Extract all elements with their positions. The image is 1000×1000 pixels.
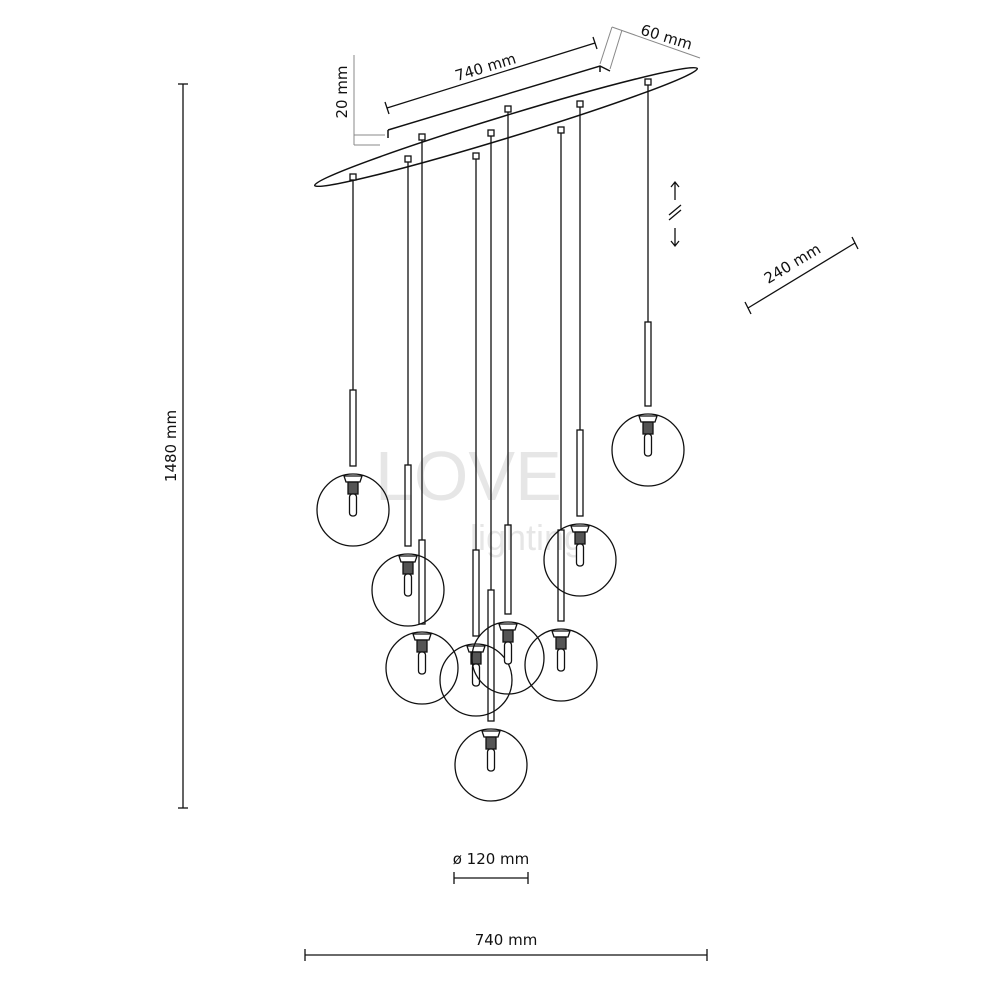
pendant-lamp: [611, 78, 685, 487]
height-label: 1480 mm: [162, 410, 180, 482]
glass-globe: [439, 643, 513, 717]
pendant-lamp: [524, 126, 598, 702]
pendant-lamp: [439, 152, 513, 717]
canopy-length-label: 740 mm: [453, 49, 518, 85]
glass-globe: [611, 413, 685, 487]
pendants: [316, 78, 685, 802]
canopy-height-label: 20 mm: [333, 65, 351, 118]
glass-globe: [471, 621, 545, 695]
pendant-lamp: [471, 105, 545, 695]
glass-globe: [371, 553, 445, 627]
watermark: LOVE lighting: [375, 437, 584, 558]
pendant-lamp: [385, 133, 459, 705]
glass-globe: [454, 728, 528, 802]
pendant-lamp: [454, 129, 528, 802]
pendant-lamp: [316, 173, 390, 547]
glass-globe: [543, 523, 617, 597]
width-label: 740 mm: [475, 931, 538, 949]
svg-text:LOVE: LOVE: [375, 437, 562, 515]
canopy: [313, 65, 699, 188]
glass-globe: [316, 473, 390, 547]
globe-diameter-label: ø 120 mm: [453, 850, 530, 868]
canopy-depth-label: 60 mm: [638, 21, 694, 54]
glass-globe: [524, 628, 598, 702]
pendant-lamp: [543, 100, 617, 597]
dimension-lines: [178, 26, 859, 961]
pendant-lamp: [371, 155, 445, 627]
svg-text:lighting: lighting: [470, 517, 584, 558]
glass-globe: [385, 631, 459, 705]
